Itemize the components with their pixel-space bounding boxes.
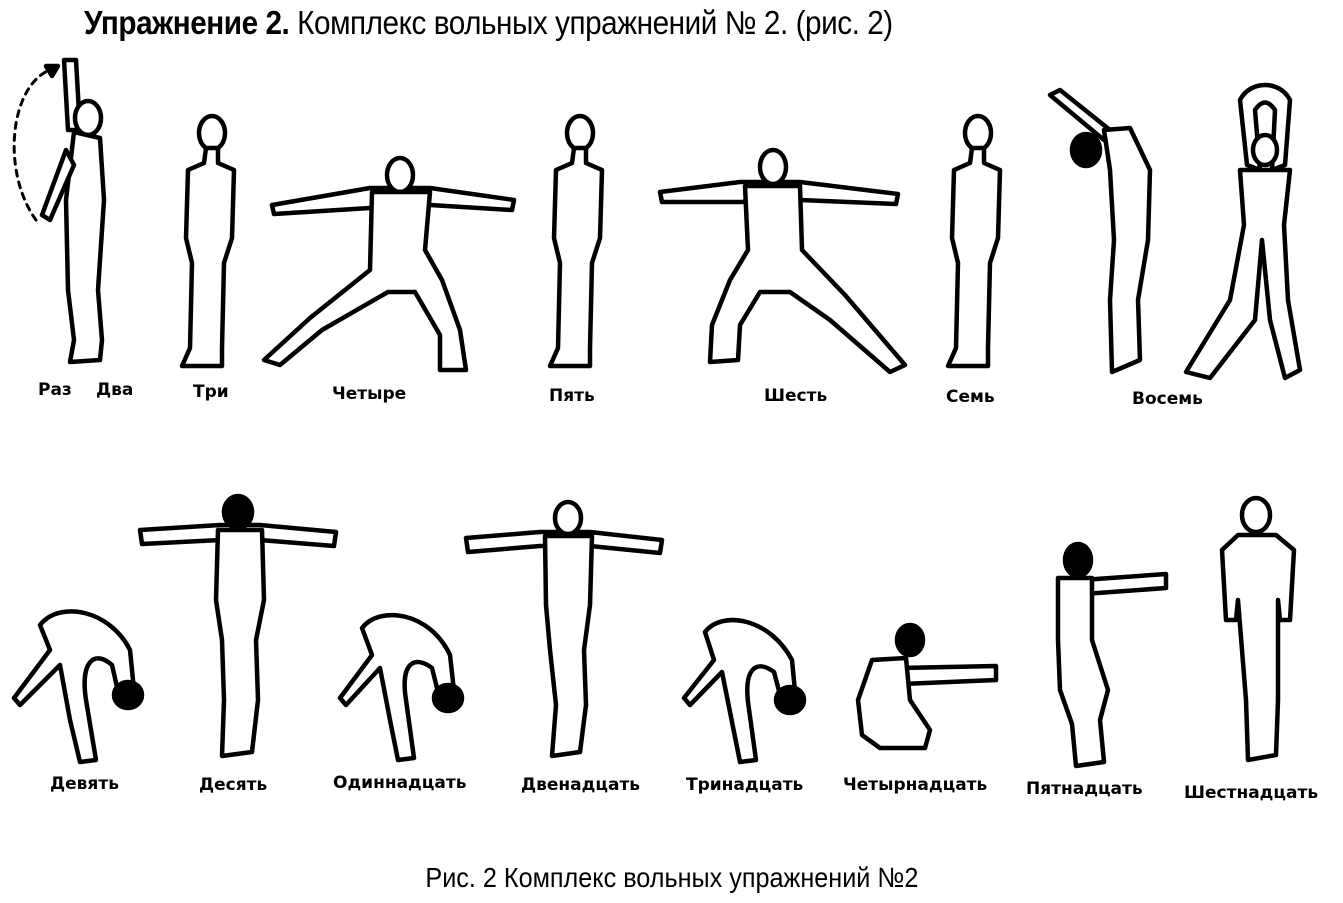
label-odinnadtsat: Одиннадцать [333, 773, 466, 793]
label-pyatnadtsat: Пятнадцать [1026, 779, 1143, 799]
label-desyat: Десять [199, 775, 267, 795]
figure-shestnadtsat [1219, 495, 1297, 763]
figure-pyat [550, 116, 602, 366]
page-title: Упражнение 2. Комплекс вольных упражнени… [84, 4, 893, 42]
label-raz: Раз [38, 380, 72, 400]
figure-caption: Рис. 2 Комплекс вольных упражнений №2 [0, 862, 1343, 894]
caption-text: Рис. 2 Комплекс вольных упражнений №2 [424, 862, 919, 893]
figure-odinnadtsat [337, 612, 465, 763]
label-devyat: Девять [50, 774, 119, 794]
label-shestnadtsat: Шестнадцать [1184, 783, 1318, 803]
title-bold: Упражнение 2. [84, 4, 290, 41]
figure-vosem-a [1047, 87, 1153, 375]
figure-dvenadtsat [463, 499, 665, 759]
title-rest: Комплекс вольных упражнений № 2. (рис. 2… [289, 4, 893, 41]
label-pyat: Пять [549, 386, 595, 406]
label-chetyrnadtsat: Четырнадцать [843, 775, 987, 795]
figure-chetyre [261, 155, 517, 373]
figure-pyatnadtsat [1055, 541, 1169, 769]
figure-raz-dva [12, 57, 107, 365]
figure-vosem-b [1183, 82, 1303, 381]
label-chetyre: Четыре [332, 384, 406, 404]
figure-desyat [137, 493, 339, 759]
figure-devyat [11, 609, 145, 765]
figure-trinadtsat [681, 617, 807, 765]
label-shest: Шесть [764, 386, 827, 406]
label-vosem: Восемь [1132, 389, 1203, 409]
figure-chetyrnadtsat [855, 622, 999, 751]
label-sem: Семь [946, 387, 995, 407]
figure-sem [948, 116, 1000, 366]
figure-shest [657, 147, 908, 375]
label-tri: Три [193, 382, 229, 402]
figure-tri [182, 116, 234, 366]
label-dva: Два [96, 380, 133, 400]
label-dvenadtsat: Двенадцать [521, 775, 640, 795]
label-trinadtsat: Тринадцать [686, 775, 803, 795]
